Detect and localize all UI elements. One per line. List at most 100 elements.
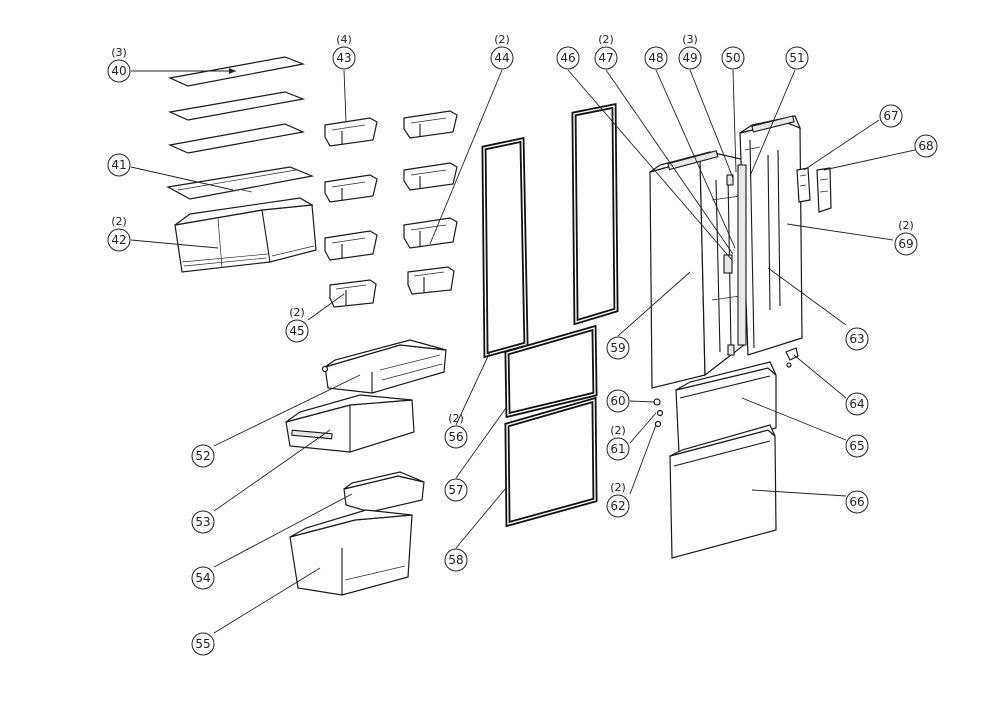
callout-quantity: (2)	[598, 33, 614, 46]
callout-number: 44	[494, 51, 509, 65]
callout-67: 67	[879, 104, 903, 128]
callout-circle	[785, 46, 809, 70]
callout-circle	[556, 46, 580, 70]
callout-circle	[285, 319, 309, 343]
callout-59: 59	[606, 336, 630, 360]
callout-quantity: (2)	[289, 306, 305, 319]
callout-52: 52	[191, 444, 215, 468]
crisper-cover	[166, 166, 315, 200]
callout-45: 45(2)	[285, 306, 309, 343]
callout-66: 66	[845, 490, 869, 514]
drawer-fronts	[669, 361, 777, 559]
callout-quantity: (4)	[336, 33, 352, 46]
callout-circle	[644, 46, 668, 70]
callout-circle	[845, 327, 869, 351]
callout-quantity: (2)	[610, 424, 626, 437]
callout-number: 46	[560, 51, 575, 65]
callout-circle	[914, 134, 938, 158]
callout-47: 47(2)	[594, 33, 618, 70]
callout-circle	[444, 548, 468, 572]
callout-circle	[678, 46, 702, 70]
callout-number: 56	[448, 430, 463, 444]
callout-circle	[107, 153, 131, 177]
callout-48: 48	[644, 46, 668, 70]
callout-number: 53	[195, 515, 210, 529]
drawer-baskets	[285, 339, 447, 596]
callout-62: 62(2)	[606, 481, 630, 518]
callout-number: 51	[789, 51, 804, 65]
callout-number: 66	[849, 495, 864, 509]
callout-circle	[721, 46, 745, 70]
callout-42: 42(2)	[107, 215, 131, 252]
callout-number: 58	[448, 553, 463, 567]
callout-69: 69(2)	[894, 219, 918, 256]
callout-number: 50	[725, 51, 740, 65]
callout-circle	[606, 437, 630, 461]
callout-quantity: (2)	[494, 33, 510, 46]
callout-circle	[191, 566, 215, 590]
callout-number: 65	[849, 439, 864, 453]
door-bins	[324, 110, 458, 308]
callout-58: 58	[444, 548, 468, 572]
callout-quantity: (2)	[898, 219, 914, 232]
callout-41: 41	[107, 153, 131, 177]
callout-circle	[845, 434, 869, 458]
callout-51: 51	[785, 46, 809, 70]
callout-54: 54	[191, 566, 215, 590]
callout-60: 60	[606, 389, 630, 413]
callout-56: 56(2)	[444, 412, 468, 449]
callout-circle	[894, 232, 918, 256]
callout-number: 43	[336, 51, 351, 65]
callout-50: 50	[721, 46, 745, 70]
right-door	[737, 115, 803, 356]
callout-65: 65	[845, 434, 869, 458]
callout-number: 54	[195, 571, 210, 585]
callout-64: 64	[845, 392, 869, 416]
callout-circle	[107, 59, 131, 83]
callout-number: 69	[898, 237, 913, 251]
callout-53: 53	[191, 510, 215, 534]
callout-number: 57	[448, 483, 463, 497]
callout-circle	[606, 336, 630, 360]
callout-circle	[332, 46, 356, 70]
callout-number: 42	[111, 233, 126, 247]
callout-circle	[490, 46, 514, 70]
callout-circle	[606, 494, 630, 518]
callout-circle	[444, 425, 468, 449]
leader-lines	[130, 68, 916, 634]
callout-57: 57	[444, 478, 468, 502]
callout-quantity: (3)	[682, 33, 698, 46]
callout-circle	[107, 228, 131, 252]
callout-63: 63	[845, 327, 869, 351]
hinges-and-fasteners	[653, 167, 832, 428]
callout-44: 44(2)	[490, 33, 514, 70]
callout-circle	[606, 389, 630, 413]
crisper-drawers	[174, 197, 317, 273]
callout-number: 62	[610, 499, 625, 513]
callout-quantity: (2)	[448, 412, 464, 425]
callout-number: 60	[610, 394, 625, 408]
callout-number: 47	[598, 51, 613, 65]
callout-number: 48	[648, 51, 663, 65]
callout-43: 43(4)	[332, 33, 356, 70]
callout-number: 52	[195, 449, 210, 463]
callout-number: 61	[610, 442, 625, 456]
callout-number: 68	[918, 139, 933, 153]
callout-68: 68	[914, 134, 938, 158]
callout-number: 45	[289, 324, 304, 338]
callout-circle	[191, 510, 215, 534]
callout-circle	[845, 490, 869, 514]
left-door	[649, 150, 746, 389]
callout-number: 41	[111, 158, 126, 172]
callout-number: 67	[883, 109, 898, 123]
callout-circle	[879, 104, 903, 128]
callout-quantity: (2)	[610, 481, 626, 494]
callout-40: 40(3)	[107, 46, 131, 83]
callout-circle	[444, 478, 468, 502]
callout-number: 64	[849, 397, 864, 411]
callout-circle	[594, 46, 618, 70]
callout-49: 49(3)	[678, 33, 702, 70]
callout-number: 49	[682, 51, 697, 65]
